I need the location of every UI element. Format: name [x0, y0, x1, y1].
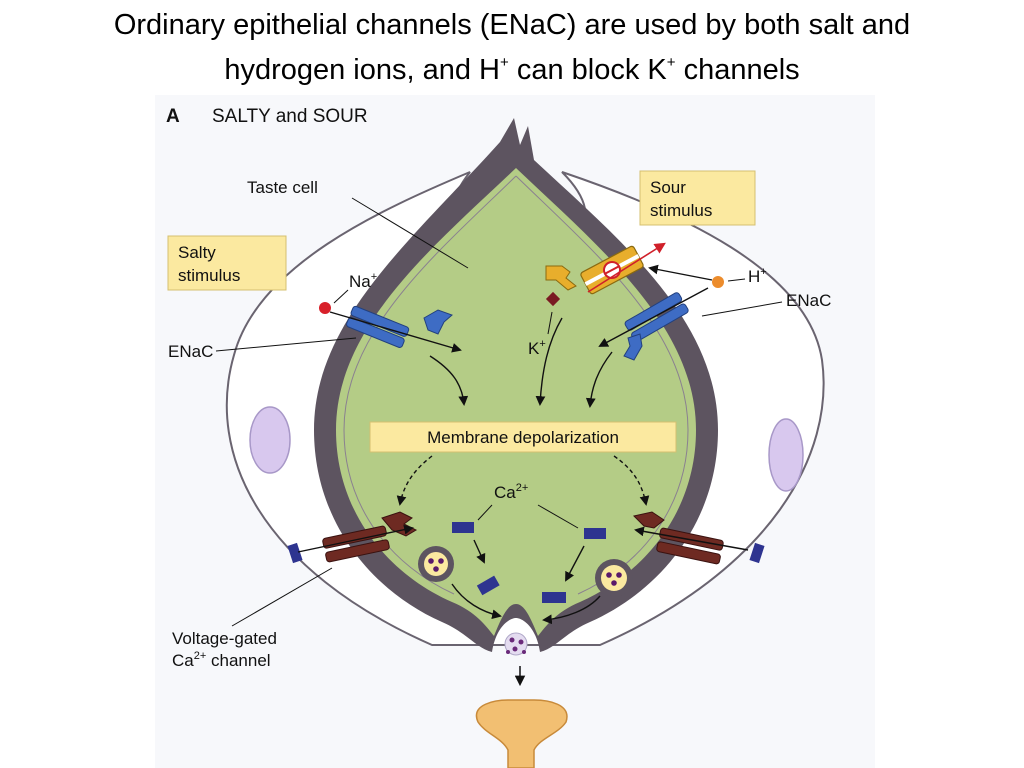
- h-ion: [712, 276, 724, 288]
- inner-membrane-line: [515, 175, 689, 595]
- k-ion: [545, 291, 561, 307]
- synaptic-vesicles: [504, 632, 528, 656]
- slide-title: Ordinary epithelial channels (ENaC) are …: [0, 6, 1024, 89]
- left-enac-regulator: [423, 309, 453, 335]
- label-enac-left: ENaC: [168, 342, 213, 361]
- panel-title: SALTY and SOUR: [212, 106, 368, 127]
- ca-ion-inside-2: [476, 575, 500, 596]
- svg-text:stimulus: stimulus: [178, 266, 240, 285]
- label-k: K+: [528, 338, 546, 358]
- ca-ion-inside-3: [584, 528, 606, 539]
- right-ca-channel: [656, 527, 724, 565]
- title-line-2: hydrogen ions, and H+ can block K+ chann…: [224, 54, 800, 86]
- svg-text:stimulus: stimulus: [650, 201, 712, 220]
- left-vesicle: [418, 546, 454, 582]
- ca-ion-inside-4: [542, 592, 566, 603]
- k-channel-regulator: [545, 265, 577, 291]
- afferent-nerve-ending: [475, 699, 568, 768]
- label-ca: Ca2+: [494, 482, 528, 502]
- svg-text:Sour: Sour: [650, 178, 686, 197]
- ca-ion-outside-right: [749, 542, 765, 564]
- label-voltage-gated-line1: Voltage-gated: [172, 629, 277, 648]
- right-enac-regulator: [623, 333, 643, 361]
- right-ca-channel-regulator: [633, 511, 665, 529]
- membrane-depolarization-box: [369, 421, 677, 453]
- k-channel: [580, 245, 644, 295]
- sour-stimulus-box: [639, 170, 756, 226]
- left-enac-channel: [346, 305, 410, 348]
- svg-text:Salty: Salty: [178, 243, 216, 262]
- label-na: Na+: [349, 271, 377, 291]
- label-membrane-depolarization: Membrane depolarization: [427, 428, 619, 447]
- label-voltage-gated-line2: Ca2+ channel: [172, 650, 271, 670]
- label-enac-right: ENaC: [786, 291, 831, 310]
- left-supporting-nucleus: [249, 406, 291, 474]
- title-line-1: Ordinary epithelial channels (ENaC) are …: [113, 9, 911, 41]
- ca-ion-inside-1: [452, 522, 474, 533]
- na-ion: [319, 302, 331, 314]
- label-taste-cell: Taste cell: [247, 178, 318, 197]
- taste-cell-diagram: A SALTY and SOUR Taste cell Sour stimulu…: [155, 95, 875, 768]
- panel-letter: A: [166, 106, 180, 127]
- left-ca-channel: [322, 525, 390, 563]
- ca-ion-outside-left: [287, 542, 303, 564]
- label-h: H+: [748, 266, 767, 286]
- salty-stimulus-box: [167, 235, 287, 291]
- right-supporting-nucleus: [768, 418, 804, 492]
- right-vesicle: [595, 559, 633, 597]
